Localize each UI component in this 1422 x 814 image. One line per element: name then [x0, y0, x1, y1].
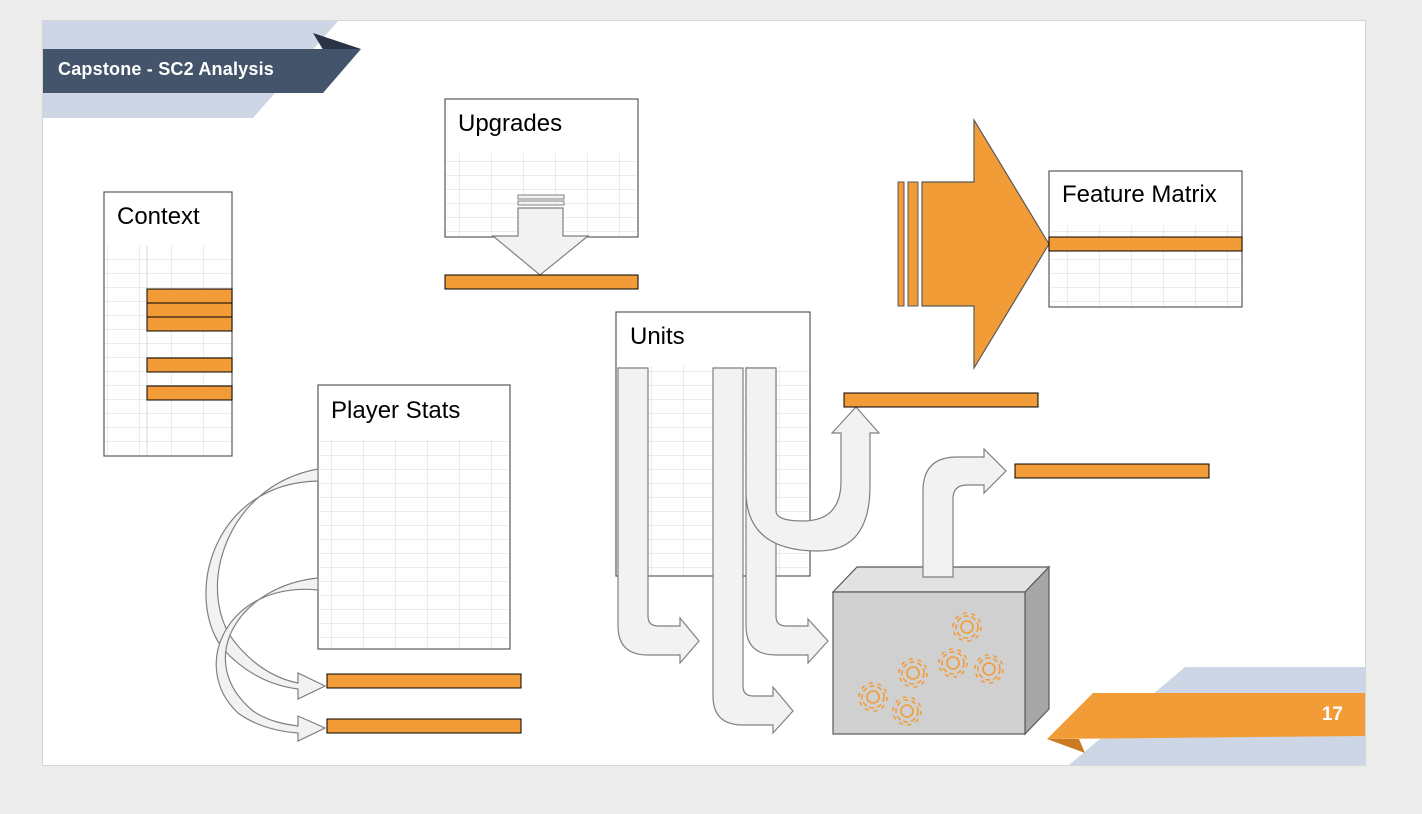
- context-feature-bar: [146, 288, 233, 304]
- upgrades-feature-bar: [444, 274, 639, 290]
- processing-output-arrow: [922, 447, 1007, 578]
- units-u-arrow: [745, 367, 881, 552]
- diagram-canvas: [43, 21, 1365, 765]
- feature-matrix-table: [1048, 170, 1243, 308]
- player-stats-feature-bar: [326, 673, 522, 689]
- player-stats-table: [205, 384, 522, 742]
- slide-header-title: Capstone - SC2 Analysis: [58, 59, 274, 79]
- page-number: 17: [1321, 704, 1343, 725]
- units-title: Units: [630, 323, 685, 350]
- slide: Capstone - SC2 Analysis Context Upgrades…: [43, 21, 1365, 765]
- context-title: Context: [117, 203, 200, 230]
- combine-arrow: [897, 117, 1050, 371]
- player-stats-curved-arrow: [215, 577, 327, 742]
- units-table: [615, 311, 1039, 735]
- feature-matrix-row: [1048, 236, 1243, 252]
- player-stats-curved-arrow: [205, 468, 327, 700]
- context-feature-bar: [146, 302, 233, 318]
- units-arrow: [712, 367, 794, 735]
- context-feature-bar: [146, 316, 233, 332]
- processing-feature-bar: [1014, 463, 1210, 479]
- upgrades-table: [444, 98, 639, 290]
- context-feature-bar: [146, 357, 233, 373]
- context-feature-bar: [146, 385, 233, 401]
- header-banner: [43, 21, 361, 118]
- player-stats-feature-bar: [326, 718, 522, 734]
- upgrades-title: Upgrades: [458, 110, 563, 137]
- context-table: [103, 191, 233, 457]
- processing-box: [831, 447, 1210, 736]
- units-arrow: [617, 367, 700, 665]
- feature-matrix-title: Feature Matrix: [1062, 181, 1217, 208]
- footer-banner: [1047, 667, 1365, 765]
- upgrades-down-arrow: [491, 207, 590, 276]
- player-stats-title: Player Stats: [331, 397, 461, 424]
- units-feature-bar: [843, 392, 1039, 408]
